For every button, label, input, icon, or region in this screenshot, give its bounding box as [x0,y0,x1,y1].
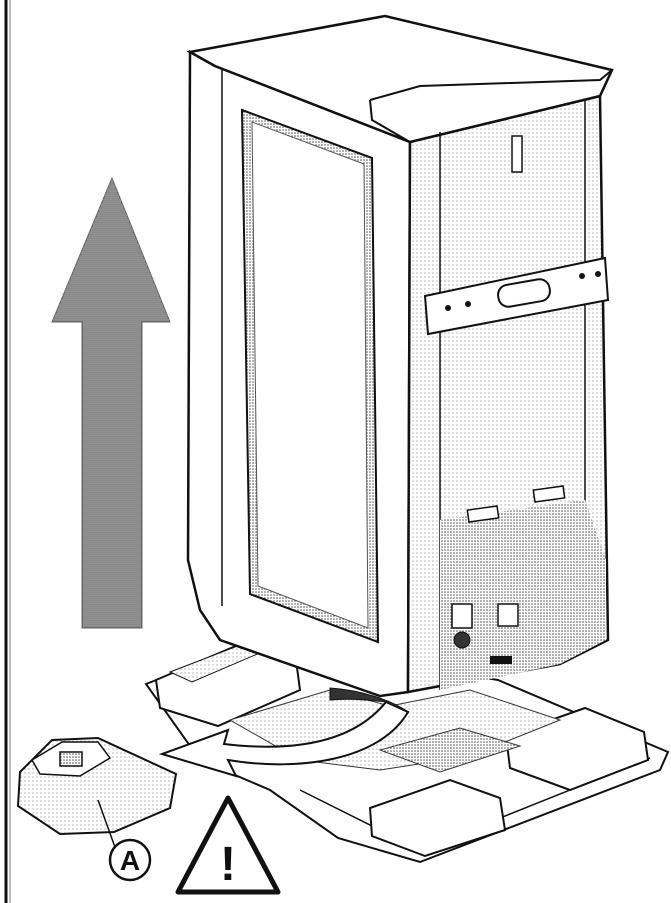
warning-triangle-icon: ! [175,795,281,895]
packaging-insert-a [16,736,178,851]
warning-glyph: ! [220,838,236,891]
remove-part-arrow [158,687,410,778]
lift-up-arrow [51,176,171,629]
callout-a-label: A [120,845,140,876]
callout-a: A [108,838,152,882]
page-border [4,0,11,903]
packaging-base [144,638,670,864]
machine-cabinet [186,14,614,698]
